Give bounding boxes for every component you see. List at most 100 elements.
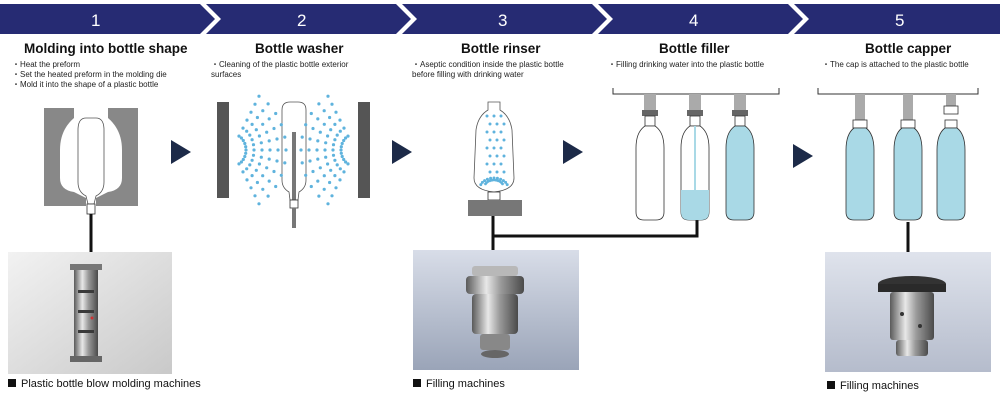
spray-droplet — [324, 141, 328, 145]
spray-droplet — [251, 143, 256, 147]
note-line: ・Set the heated preform in the molding d… — [12, 70, 167, 79]
spray-droplet — [330, 194, 334, 198]
spray-droplet — [254, 168, 258, 172]
note-line: ・Aseptic condition inside the plastic bo… — [412, 60, 564, 69]
spray-droplet — [339, 148, 343, 152]
spray-droplet — [492, 162, 496, 166]
spray-droplet — [244, 145, 248, 149]
spray-droplet — [330, 102, 334, 106]
filling-machine-photo-1 — [413, 250, 579, 370]
spray-droplet — [279, 173, 283, 177]
spray-droplet — [254, 128, 258, 132]
spray-droplet — [245, 129, 249, 133]
spray-droplet — [250, 122, 254, 126]
spray-droplet — [245, 167, 249, 171]
spray-droplet — [338, 167, 342, 171]
spray-droplet — [338, 129, 342, 133]
note-line: surfaces — [211, 70, 242, 79]
spray-droplet — [328, 115, 332, 120]
step-title-4: Bottle filler — [659, 41, 730, 56]
chevron-step-5 — [794, 4, 1000, 34]
spray-droplet — [274, 111, 278, 116]
spray-droplet — [266, 194, 270, 198]
step-notes-2: ・Cleaning of the plastic bottle exterior… — [211, 60, 348, 80]
filler-bottle-full — [725, 94, 755, 221]
spray-droplet — [255, 180, 259, 185]
spray-droplet — [276, 148, 280, 152]
caption-blow-molding: Plastic bottle blow molding machines — [8, 378, 201, 390]
spray-droplet — [318, 166, 322, 170]
spray-droplet — [483, 179, 487, 183]
step-title-2: Bottle washer — [255, 41, 344, 56]
spray-droplet — [346, 162, 350, 166]
spray-droplet — [331, 148, 335, 152]
chevron-step-2 — [206, 4, 411, 34]
spray-droplet — [495, 138, 499, 142]
spray-droplet — [249, 186, 253, 190]
spray-droplet — [283, 161, 287, 165]
spray-droplet — [316, 157, 320, 161]
spray-droplet — [342, 170, 346, 174]
step-notes-5: ・The cap is attached to the plastic bott… — [822, 60, 969, 70]
spray-droplet — [334, 110, 338, 114]
spray-droplet — [488, 122, 492, 126]
spray-droplet — [344, 160, 348, 164]
spray-droplet — [322, 109, 326, 113]
spray-droplet — [304, 123, 308, 127]
spray-droplet — [340, 154, 344, 159]
flow-arrow-icon — [793, 144, 813, 168]
spray-droplet — [311, 169, 315, 174]
bottle-washer-illustration — [217, 94, 370, 228]
note-line: ・Filling drinking water into the plastic… — [608, 60, 765, 69]
spray-droplet — [299, 148, 303, 152]
step-notes-1: ・Heat the preform ・Set the heated prefor… — [12, 60, 167, 90]
spray-droplet — [499, 162, 503, 166]
spray-droplet — [274, 184, 278, 189]
spray-droplet — [342, 157, 346, 162]
spray-droplet — [495, 154, 499, 158]
spray-droplet — [237, 134, 241, 138]
spray-droplet — [241, 170, 245, 174]
square-bullet-icon — [8, 379, 16, 387]
spray-droplet — [324, 155, 328, 159]
note-line: ・Heat the preform — [12, 60, 81, 69]
spray-droplet — [479, 183, 483, 187]
spray-droplet — [342, 138, 346, 143]
spray-droplet — [245, 178, 249, 182]
spray-droplet — [309, 184, 313, 189]
spray-droplet — [241, 126, 245, 130]
spray-droplet — [239, 160, 243, 164]
spray-droplet — [338, 178, 342, 182]
spray-droplet — [243, 154, 247, 159]
note-line: ・Cleaning of the plastic bottle exterior — [211, 60, 349, 69]
spray-droplet — [333, 138, 337, 142]
spray-droplet — [488, 138, 492, 142]
spray-droplet — [339, 151, 343, 155]
spray-droplet — [267, 139, 271, 143]
spray-droplet — [261, 122, 265, 126]
chevron-step-1 — [0, 4, 215, 34]
spray-droplet — [300, 161, 304, 165]
spray-droplet — [284, 148, 288, 152]
caption-filling-2: Filling machines — [827, 380, 919, 392]
spray-droplet — [318, 130, 322, 134]
spray-droplet — [501, 179, 505, 183]
spray-droplet — [259, 141, 263, 145]
filler-bottle-filling — [680, 94, 710, 221]
note-line: ・The cap is attached to the plastic bott… — [822, 60, 969, 69]
spray-droplet — [304, 173, 308, 177]
spray-droplet — [261, 109, 265, 113]
caption-filling-1: Filling machines — [413, 378, 505, 390]
caption-text: Filling machines — [840, 380, 919, 392]
chevron-banner: 1 2 3 4 5 — [0, 4, 1000, 34]
spray-droplet — [328, 180, 332, 185]
spray-droplet — [326, 162, 330, 166]
spray-droplet — [346, 134, 350, 138]
bottle-outline-icon — [77, 117, 105, 205]
spray-droplet — [255, 115, 259, 120]
spray-droplet — [334, 186, 338, 190]
spray-droplet — [480, 180, 484, 184]
spray-droplet — [283, 135, 287, 139]
spray-droplet — [502, 154, 506, 158]
